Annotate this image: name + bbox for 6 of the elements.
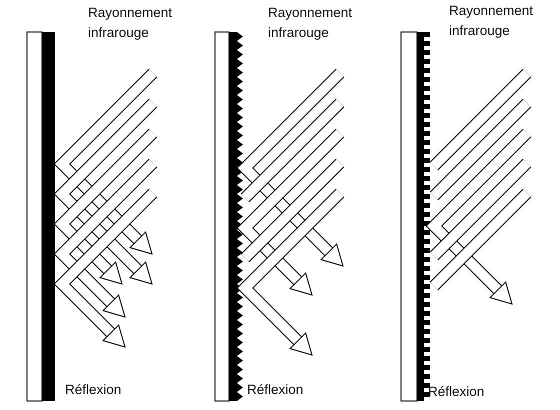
label-text: Réflexion (65, 381, 122, 399)
label-text: Réflexion (247, 381, 304, 399)
label-text: Rayonnement infrarouge (449, 2, 534, 40)
label-text: Rayonnement infrarouge (268, 4, 354, 42)
label-text: Rayonnement infrarouge (88, 4, 174, 42)
label-text: Réflexion (428, 383, 486, 401)
